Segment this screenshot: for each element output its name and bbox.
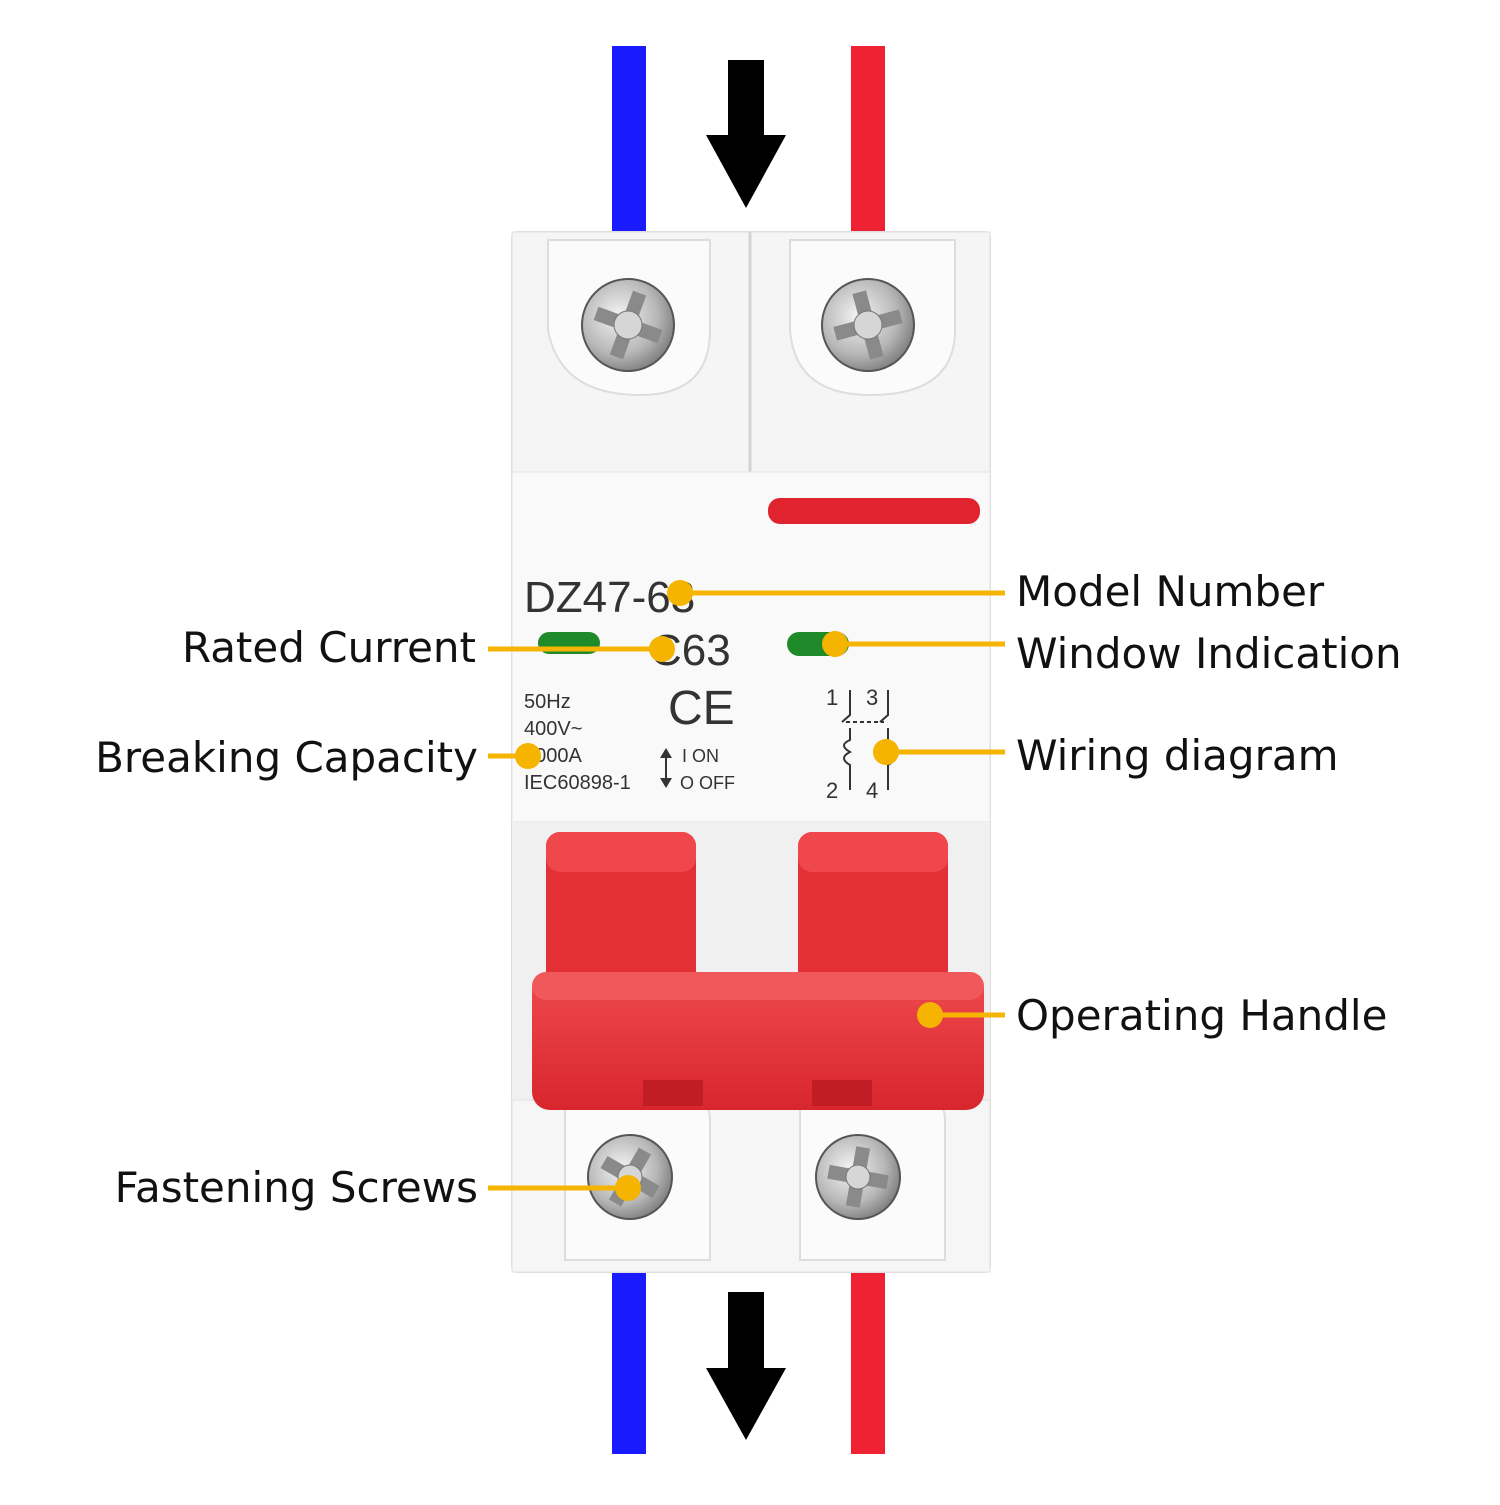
operating-handle[interactable] (532, 972, 984, 1110)
handle-toggle-left (546, 832, 696, 992)
terminal-3: 3 (866, 685, 878, 710)
trip-indicator-bar (768, 498, 980, 524)
screw-icon (815, 1134, 901, 1220)
switch-direction-icon (660, 748, 672, 788)
switch-on-text: I ON (682, 746, 719, 766)
live-wire-bottom (851, 1268, 885, 1454)
terminal-4: 4 (866, 778, 878, 803)
label-model-number: Model Number (1016, 567, 1325, 616)
standard-text: IEC60898-1 (524, 772, 631, 794)
label-window-indication: Window Indication (1016, 629, 1402, 678)
callout-window-indication (822, 631, 1005, 657)
neutral-wire-top (612, 46, 646, 232)
arrow-down-icon (706, 1292, 786, 1440)
voltage-text: 400V~ (524, 718, 582, 740)
callout-model-number (667, 580, 1005, 606)
label-rated-current: Rated Current (182, 623, 476, 672)
terminal-1: 1 (826, 685, 838, 710)
callout-fastening-screws (488, 1175, 641, 1201)
callout-breaking-capacity (488, 743, 541, 769)
callout-operating-handle (917, 1002, 1005, 1028)
live-wire-top (851, 46, 885, 232)
ce-mark: CE (668, 682, 735, 735)
callout-rated-current (488, 636, 675, 662)
arrow-down-icon (706, 60, 786, 208)
screw-icon (581, 278, 675, 372)
label-wiring-diagram: Wiring diagram (1016, 731, 1339, 780)
label-fastening-screws: Fastening Screws (115, 1163, 478, 1212)
callout-wiring-diagram (873, 739, 1005, 765)
label-breaking-capacity: Breaking Capacity (95, 733, 478, 782)
handle-toggle-right (798, 832, 948, 992)
label-operating-handle: Operating Handle (1016, 991, 1387, 1040)
neutral-wire-bottom (612, 1268, 646, 1454)
model-text: DZ47-63 (524, 573, 695, 622)
screw-icon (821, 278, 915, 372)
switch-off-text: O OFF (680, 773, 735, 793)
terminal-2: 2 (826, 778, 838, 803)
frequency-text: 50Hz (524, 691, 571, 713)
